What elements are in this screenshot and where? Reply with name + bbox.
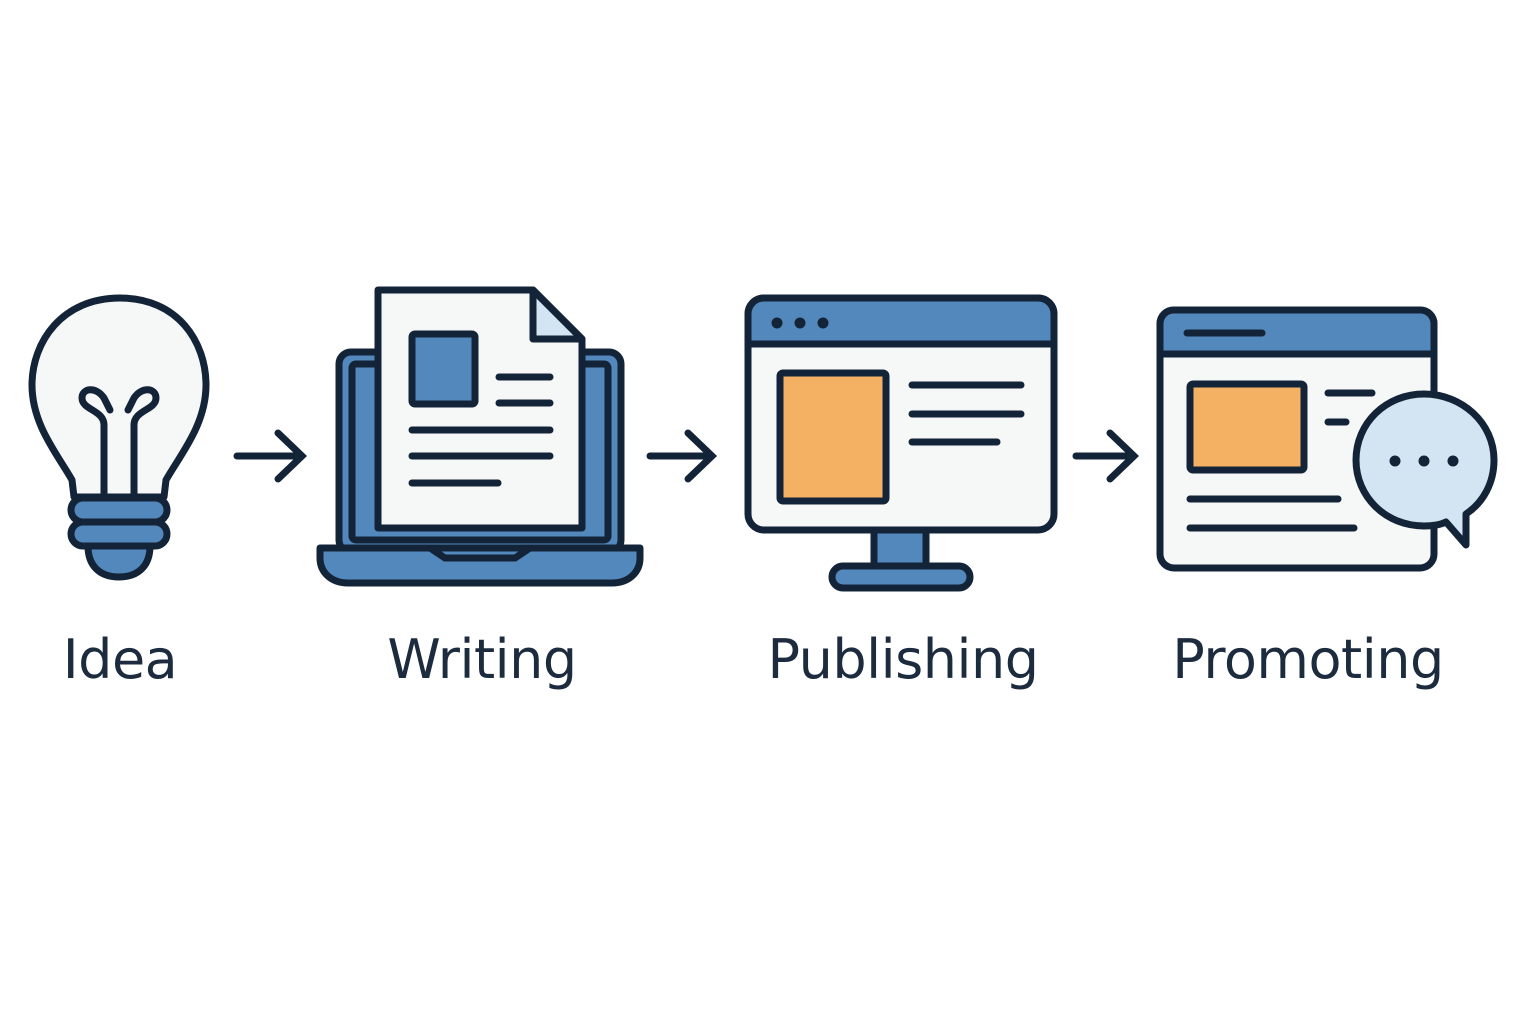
monitor-webpage-icon [744,294,1058,592]
arrow-right-icon [1072,429,1140,483]
step-label-promoting: Promoting [1172,628,1444,691]
lightbulb-icon [28,294,210,581]
browser-chat-icon [1156,306,1498,572]
chat-bubble-icon [1352,390,1498,549]
arrow-right-icon [233,429,308,483]
laptop-document-icon [316,286,644,587]
step-label-writing: Writing [387,628,577,691]
arrow-right-icon [646,429,718,483]
step-label-publishing: Publishing [767,628,1040,691]
step-label-idea: Idea [62,628,178,691]
